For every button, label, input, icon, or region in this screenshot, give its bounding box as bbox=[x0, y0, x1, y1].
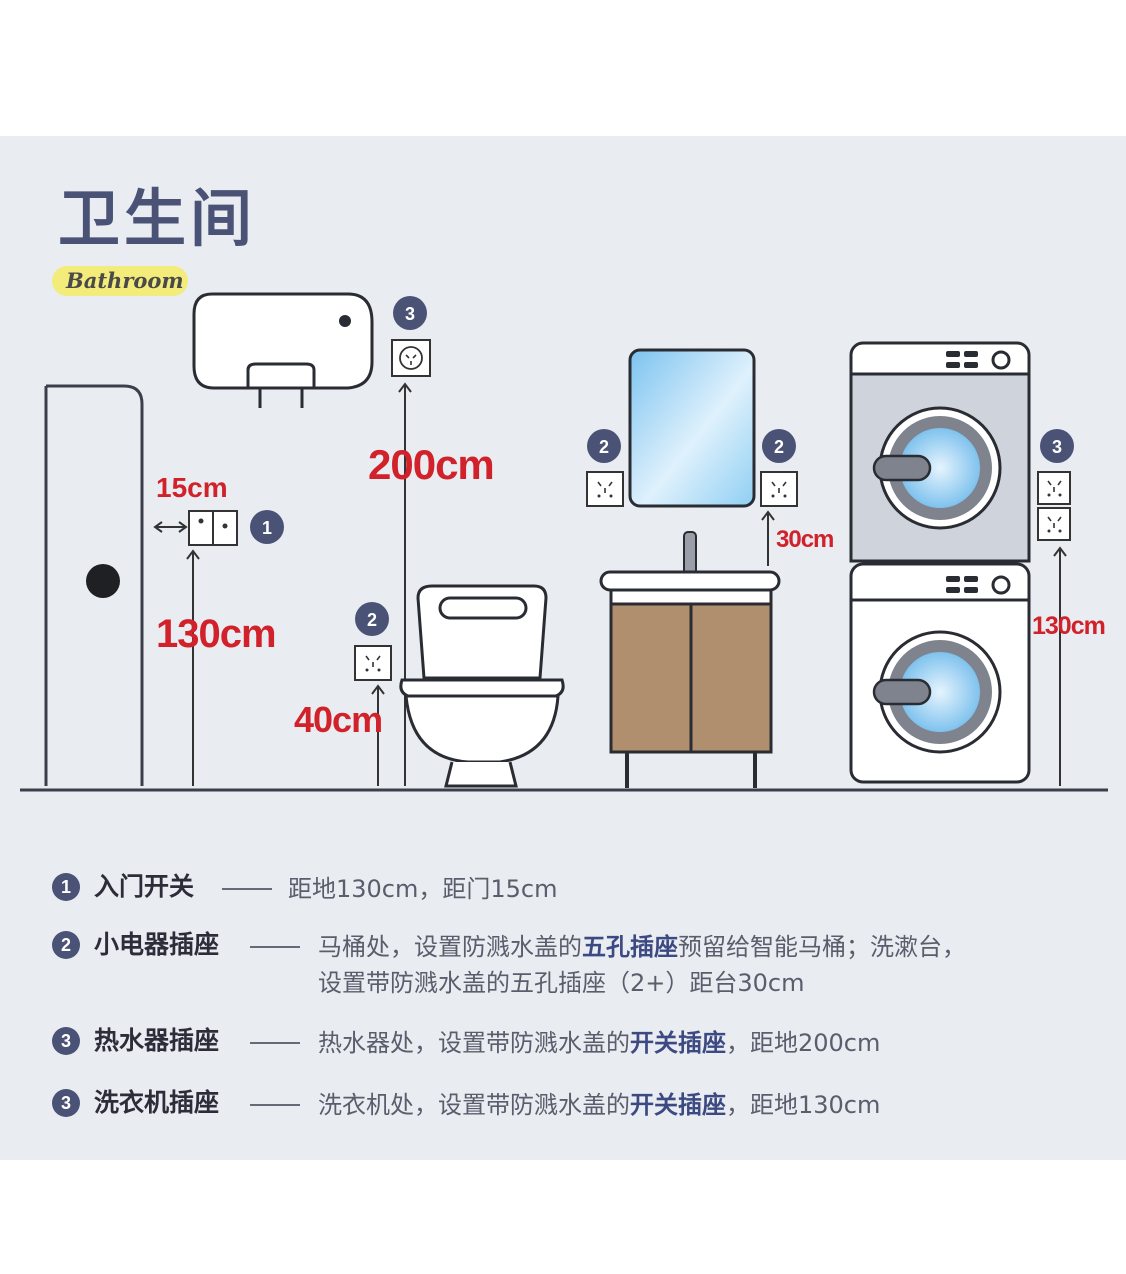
legend-desc-highlight: 五孔插座 bbox=[582, 933, 678, 961]
toilet-icon bbox=[399, 584, 565, 788]
door-frame bbox=[46, 384, 144, 786]
diagram-panel: 1 3 2 bbox=[0, 136, 1126, 1160]
toilet-socket-height-label: 40cm bbox=[294, 699, 383, 740]
badge-3-washer: 3 bbox=[1040, 429, 1074, 463]
legend-label: 小电器插座 bbox=[94, 930, 220, 959]
basin-left-socket-icon bbox=[586, 471, 624, 507]
dryer-icon bbox=[849, 341, 1031, 563]
bathroom-scene: 1 3 2 bbox=[20, 292, 1108, 792]
heater-arrowhead bbox=[398, 382, 412, 393]
switch-height-arrowhead bbox=[186, 549, 200, 560]
door-offset-arrowhead-right bbox=[178, 521, 188, 533]
legend-desc-highlight: 开关插座 bbox=[630, 1091, 726, 1119]
legend-dash bbox=[250, 1042, 300, 1044]
legend-dash bbox=[250, 946, 300, 948]
washer-socket-height-label: 130cm bbox=[1032, 612, 1106, 640]
legend-desc-line2: 设置带防溅水盖的五孔插座（2+）距台30cm bbox=[318, 969, 805, 997]
legend-badge: 1 bbox=[52, 873, 80, 901]
door-offset-arrowhead-left bbox=[153, 521, 163, 533]
svg-text:3: 3 bbox=[1052, 437, 1062, 457]
heater-socket-height-label: 200cm bbox=[368, 441, 495, 488]
legend-dash bbox=[250, 1104, 300, 1106]
legend-desc: 洗衣机处，设置带防溅水盖的开关插座，距地130cm bbox=[318, 1086, 880, 1124]
badge-3-heater: 3 bbox=[393, 296, 427, 330]
badge-2-toilet: 2 bbox=[355, 602, 389, 636]
entry-switch-icon bbox=[188, 510, 238, 546]
washer-socket-top-icon bbox=[1037, 471, 1071, 505]
legend-desc-post: ，距地200cm bbox=[726, 1029, 881, 1057]
svg-text:2: 2 bbox=[367, 610, 377, 630]
svg-text:2: 2 bbox=[774, 437, 784, 457]
door-offset-label: 15cm bbox=[156, 472, 228, 503]
legend-desc-pre: 马桶处，设置防溅水盖的 bbox=[318, 933, 582, 961]
vanity-cabinet-icon bbox=[599, 531, 781, 788]
water-heater-icon bbox=[192, 292, 374, 408]
legend-desc-post: ，距地130cm bbox=[726, 1091, 881, 1119]
legend-desc: 距地130cm，距门15cm bbox=[288, 875, 558, 903]
legend-badge: 3 bbox=[52, 1027, 80, 1055]
svg-text:1: 1 bbox=[262, 518, 272, 538]
svg-text:2: 2 bbox=[599, 437, 609, 457]
basin-socket-height-label: 30cm bbox=[776, 526, 834, 553]
mirror-icon bbox=[628, 348, 756, 508]
page-title: 卫生间 bbox=[58, 182, 257, 255]
toilet-arrowhead bbox=[371, 684, 385, 695]
washing-machine-icon bbox=[849, 562, 1031, 784]
legend-desc-pre: 洗衣机处，设置带防溅水盖的 bbox=[318, 1091, 630, 1119]
legend-desc-highlight: 开关插座 bbox=[630, 1029, 726, 1057]
svg-text:3: 3 bbox=[405, 304, 415, 324]
washer-socket-bottom-icon bbox=[1037, 507, 1071, 541]
heater-switch-socket-icon bbox=[391, 339, 431, 377]
switch-height-label: 130cm bbox=[156, 612, 277, 656]
legend-desc-pre: 热水器处，设置带防溅水盖的 bbox=[318, 1029, 630, 1057]
legend-badge: 2 bbox=[52, 931, 80, 959]
legend-desc: 热水器处，设置带防溅水盖的开关插座，距地200cm bbox=[318, 1024, 880, 1062]
legend-desc: 马桶处，设置防溅水盖的五孔插座预留给智能马桶；洗漱台， bbox=[318, 928, 966, 966]
legend-label: 热水器插座 bbox=[94, 1026, 220, 1055]
badge-2-basin-right: 2 bbox=[762, 429, 796, 463]
subtitle-highlight: Bathroom bbox=[52, 266, 188, 296]
page-subtitle: Bathroom bbox=[66, 268, 184, 293]
legend-dash bbox=[222, 888, 272, 890]
legend-badge: 3 bbox=[52, 1089, 80, 1117]
basin-arrowhead bbox=[761, 510, 775, 521]
legend-label: 洗衣机插座 bbox=[94, 1088, 220, 1117]
toilet-socket-icon bbox=[354, 645, 392, 681]
badge-1-switch: 1 bbox=[250, 510, 284, 544]
basin-right-socket-icon bbox=[760, 471, 798, 507]
legend-desc-post: 预留给智能马桶；洗漱台， bbox=[678, 933, 966, 961]
badge-2-basin-left: 2 bbox=[587, 429, 621, 463]
door-knob bbox=[86, 564, 120, 598]
legend-label: 入门开关 bbox=[94, 872, 195, 901]
washer-arrowhead bbox=[1053, 546, 1067, 557]
